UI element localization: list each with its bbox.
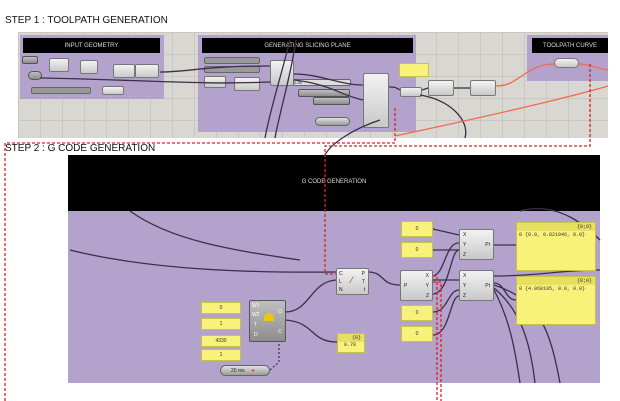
number-slider[interactable]: 0 [201, 302, 241, 314]
input-label: Y [463, 283, 467, 289]
input-label: Y [463, 242, 467, 248]
input-label: W1 [252, 303, 260, 309]
small-panel[interactable]: {0} 0.78 [337, 333, 365, 353]
slider[interactable] [204, 57, 260, 64]
step1-title: STEP 1 : TOOLPATH GENERATION [5, 15, 168, 26]
component[interactable] [135, 64, 159, 78]
panel-path: {0} [338, 334, 364, 342]
toggle[interactable] [313, 97, 350, 105]
component[interactable] [22, 56, 38, 64]
output-label: Z [425, 293, 429, 299]
number-panel[interactable]: 0 [401, 221, 433, 237]
component[interactable] [400, 87, 422, 97]
input-label: L [339, 279, 342, 285]
number-panel[interactable]: 0 [401, 305, 433, 321]
component[interactable] [470, 80, 496, 96]
group-header: INPUT GEOMETRY [23, 38, 160, 53]
component[interactable] [102, 86, 124, 95]
gauge-icon [264, 313, 274, 321]
input-label: C [339, 271, 343, 277]
panel[interactable] [399, 63, 429, 77]
toggle[interactable] [298, 89, 350, 97]
panel-path: {0;0} [517, 277, 595, 285]
slider[interactable] [31, 87, 91, 94]
input-label: Z [463, 252, 467, 258]
input-label: X [463, 232, 467, 238]
deconstruct-point-component[interactable]: P X Y Z [400, 270, 433, 301]
group-g-code[interactable] [68, 211, 600, 383]
input-label: Z [463, 293, 467, 299]
curve-param[interactable] [554, 58, 579, 68]
timer[interactable]: 20 ms ➜ [220, 365, 270, 376]
group-header: TOOLPATH CURVE [532, 38, 608, 53]
number-slider[interactable]: 1 [201, 349, 241, 361]
construct-point-component[interactable]: X Y Z Pt [459, 229, 494, 260]
curve-icon: ⁄ [351, 275, 353, 285]
output-panel[interactable]: {0;0} 0 {0.0, 0.821046, 0.0} [516, 222, 596, 271]
input-label: X [463, 273, 467, 279]
input-label: T [254, 322, 258, 328]
step2-title: STEP 2 : G CODE GENERATION [5, 143, 156, 154]
group-header: GENERATING SLICING PLANE [202, 38, 413, 53]
number-panel[interactable]: 0 [401, 326, 433, 342]
component[interactable] [234, 77, 260, 91]
group-header [68, 155, 600, 211]
input-label: W2 [252, 312, 260, 318]
component[interactable] [204, 76, 226, 88]
output-label: Y [425, 283, 429, 289]
output-label: C [278, 329, 282, 335]
panel-path: {0;0} [517, 223, 595, 231]
number-slider[interactable]: 1 [201, 318, 241, 330]
geometry-param-icon[interactable] [28, 71, 42, 80]
panel-value: 0.78 [344, 342, 357, 348]
output-label: P [361, 271, 365, 277]
component[interactable] [363, 73, 389, 128]
evaluate-curve-component[interactable]: C L N P T t ⁄ [336, 268, 369, 295]
component[interactable] [80, 60, 98, 74]
panel-value: 0 {4.068195, 0.0, 0.0} [519, 286, 586, 292]
component[interactable] [49, 58, 69, 72]
output-label: X [425, 273, 429, 279]
input-label: N [339, 287, 343, 293]
output-panel[interactable]: {0;0} 0 {4.068195, 0.0, 0.0} [516, 276, 596, 325]
input-label: D [254, 332, 258, 338]
output-label: Pt [485, 242, 490, 248]
group-title: G CODE GENERATION [301, 179, 367, 185]
output-label: T [361, 279, 365, 285]
button[interactable] [315, 117, 350, 126]
component[interactable] [113, 64, 135, 78]
construct-point-component[interactable]: X Y Z Pt [459, 270, 494, 301]
graph-component[interactable]: W1 W2 T D O C [249, 300, 286, 342]
panel-value: 0 {0.0, 0.821046, 0.0} [519, 232, 586, 238]
output-label: O [278, 309, 282, 315]
output-label: Pt [485, 283, 490, 289]
timer-label: 20 ms [231, 367, 245, 374]
number-panel[interactable]: 0 [401, 242, 433, 258]
number-slider[interactable]: 4330 [201, 335, 241, 347]
output-label: t [363, 287, 365, 293]
input-label: P [404, 283, 408, 289]
arrow-icon: ➜ [250, 367, 255, 374]
component[interactable] [428, 80, 454, 96]
